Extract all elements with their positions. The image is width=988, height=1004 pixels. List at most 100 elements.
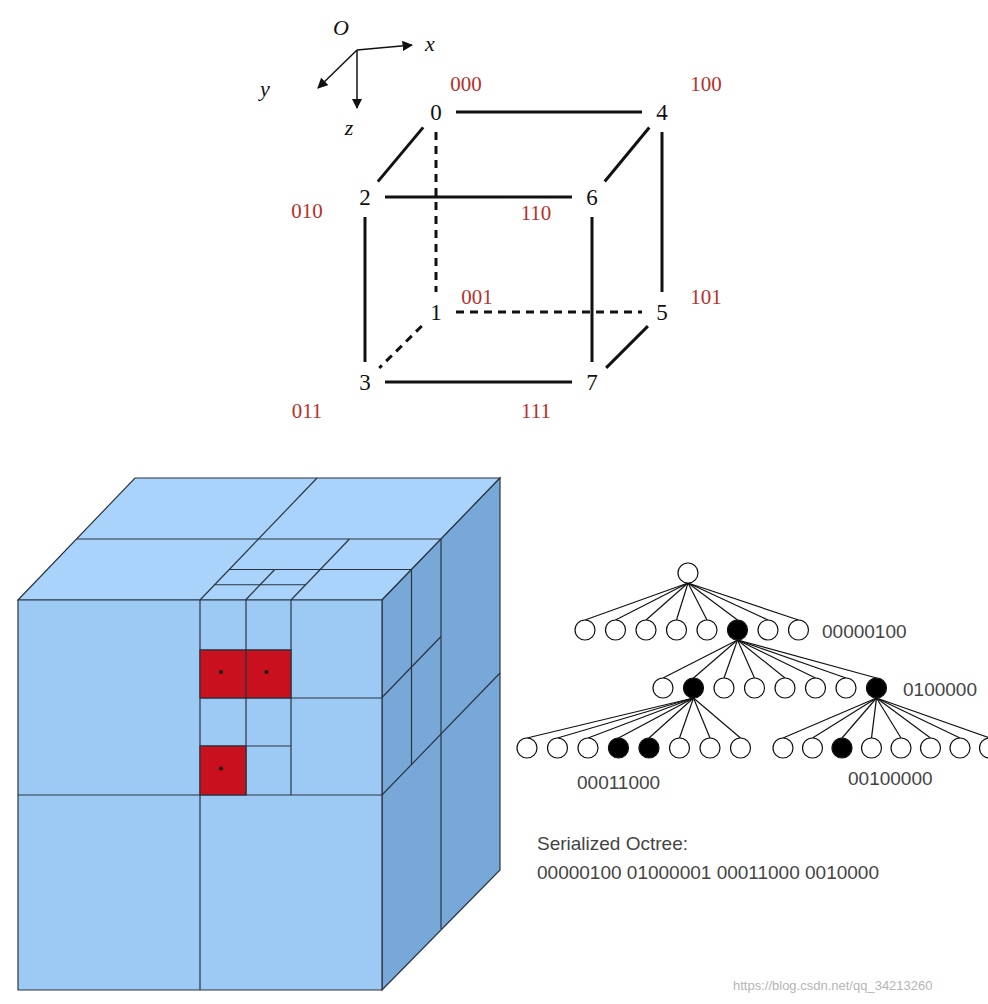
tree-branch (616, 583, 689, 620)
empty-node (714, 678, 734, 698)
tree-branch (694, 640, 738, 678)
empty-node (636, 620, 656, 640)
empty-node (731, 738, 751, 758)
cell-line (382, 637, 441, 698)
tree-branch (724, 640, 738, 678)
tree-branch (663, 640, 738, 678)
vertex-number: 3 (359, 371, 371, 394)
empty-node (836, 678, 856, 698)
cube-edge (364, 217, 367, 362)
tree-branch (694, 698, 711, 738)
cube-edges (365, 112, 662, 382)
tree-branch (783, 698, 877, 738)
tree-branch (738, 640, 786, 678)
empty-node (862, 738, 882, 758)
axis-label: z (345, 117, 354, 139)
tree-branch (688, 583, 799, 620)
cell-line (215, 584, 306, 585)
axes (318, 45, 412, 108)
z-axis (356, 50, 358, 108)
occupied-node (867, 678, 887, 698)
point (219, 670, 223, 674)
empty-node (773, 738, 793, 758)
x-axis (357, 45, 412, 50)
tree-branch (585, 583, 688, 620)
empty-node (578, 738, 598, 758)
tree-branch (813, 698, 877, 738)
empty-node (653, 678, 673, 698)
tree-branch (646, 583, 688, 620)
vertex-code: 101 (690, 287, 722, 308)
cube-edge (435, 132, 438, 292)
tree-branch (619, 698, 694, 738)
vertex-number: 1 (430, 301, 442, 324)
tree-branch (688, 583, 738, 620)
vertex-code: 001 (461, 287, 493, 308)
occupied-cell (200, 650, 246, 698)
empty-node (921, 738, 941, 758)
child-mask: 00000100 (822, 622, 907, 641)
tree-branch (877, 698, 961, 738)
occupied-node (832, 738, 852, 758)
serialized-title: Serialized Octree: (537, 834, 688, 853)
cell-line (77, 538, 441, 539)
tree-branch (677, 583, 689, 620)
tree-branch (877, 698, 931, 738)
empty-node (667, 620, 687, 640)
occupied-node (684, 678, 704, 698)
point (219, 767, 223, 771)
empty-node (678, 563, 698, 583)
vertex-code: 010 (291, 201, 323, 222)
cell-line (382, 673, 500, 795)
octree (517, 563, 988, 758)
vertex-code: 111 (521, 401, 551, 422)
empty-node (775, 678, 795, 698)
empty-node (806, 678, 826, 698)
empty-node (575, 620, 595, 640)
y-axis (318, 50, 357, 88)
vertex-number: 7 (586, 371, 598, 394)
cube-edge (456, 311, 642, 314)
tree-branch (738, 640, 755, 678)
vertex-number: 0 (430, 101, 442, 124)
empty-node (700, 738, 720, 758)
watermark: https://blog.csdn.net/qq_34213260 (733, 979, 933, 992)
tree-branch (842, 698, 877, 738)
child-mask: 00100000 (848, 769, 933, 788)
tree-branch (738, 640, 877, 678)
vertex-number: 5 (656, 301, 668, 324)
cube-edge (379, 326, 422, 368)
tree-branch (649, 698, 694, 738)
empty-node (980, 738, 988, 758)
tree-branch (877, 698, 988, 738)
axis-label: y (260, 78, 270, 100)
tree-branch (680, 698, 694, 738)
right-face (382, 478, 500, 990)
cube-edge (591, 217, 594, 362)
vertex-number: 6 (586, 186, 598, 209)
empty-node (606, 620, 626, 640)
cube-edge (661, 132, 664, 292)
cube-edge (385, 196, 572, 199)
axis-label: x (425, 33, 435, 55)
child-mask: 00011000 (577, 773, 660, 792)
empty-node (891, 738, 911, 758)
point (265, 670, 269, 674)
empty-node (758, 620, 778, 640)
vertex-code: 011 (292, 401, 323, 422)
vertex-code: 110 (521, 203, 552, 224)
occupied-node (728, 620, 748, 640)
empty-node (950, 738, 970, 758)
vertex-code: 100 (690, 74, 722, 95)
tree-branch (588, 698, 694, 738)
cell-line (229, 569, 411, 570)
empty-node (517, 738, 537, 758)
empty-node (803, 738, 823, 758)
front-face (18, 600, 382, 990)
occupied-cell (200, 746, 246, 795)
serialized-bits: 00000100 01000001 00011000 0010000 (537, 863, 879, 882)
empty-node (670, 738, 690, 758)
empty-node (745, 678, 765, 698)
